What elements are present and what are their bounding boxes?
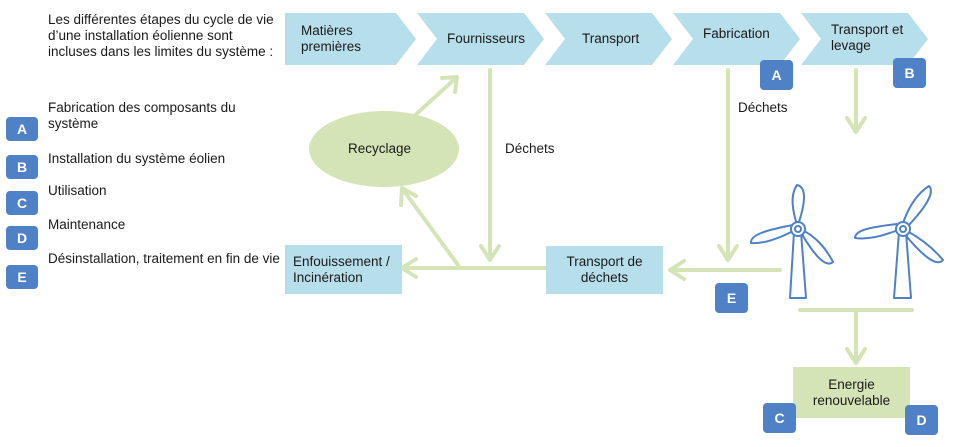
arrowhead-fournisseurs-up — [440, 75, 459, 94]
enfouissement-box: Enfouissement / Incinération — [285, 245, 402, 294]
energie-box: Energie renouvelable — [793, 367, 910, 418]
wind-turbine-icon — [750, 184, 834, 299]
arrowhead-fabrication — [717, 244, 739, 262]
recyclage-label: Recyclage — [348, 141, 412, 156]
legend-badge-d: D — [6, 226, 38, 250]
chevron-matieres-shape — [285, 13, 416, 65]
arrowhead-recyclage — [399, 186, 418, 207]
legend-label-d: Maintenance — [48, 217, 126, 232]
legend-badge-b: B — [6, 155, 38, 179]
arrowhead-enfouissement — [400, 257, 418, 279]
arrowhead-transport — [668, 259, 686, 281]
chevron-transport-shape — [545, 13, 672, 65]
arrowhead-energie — [845, 347, 867, 365]
recyclage-ellipse — [309, 111, 459, 187]
arrowhead-levage — [845, 116, 867, 134]
legend-label-e: Désinstallation, traitement en fin de vi… — [48, 251, 280, 266]
chevron-transport: Transport — [582, 31, 640, 46]
dechets-label-left: Déchets — [505, 141, 555, 156]
badge-energie-d: D — [905, 405, 938, 435]
arrowhead-fournisseurs — [479, 244, 501, 262]
badge-levage-b: B — [893, 58, 926, 88]
chevron-fabrication: Fabrication — [703, 26, 770, 41]
chevron-fournisseurs: Fournisseurs — [447, 31, 526, 46]
chevron-fabrication-shape — [673, 13, 800, 65]
legend-label-b: Installation du système éolien — [48, 151, 226, 166]
badge-end-of-life-e: E — [715, 283, 748, 313]
legend-badge-a: A — [6, 117, 38, 141]
arrow-to-fournisseurs — [411, 76, 458, 119]
legend-label-c: Utilisation — [48, 183, 107, 198]
intro-text: Les différentes étapes du cycle de vie d… — [48, 12, 274, 59]
transport-dechets-box: Transport de déchets — [546, 246, 663, 294]
badge-energie-c: C — [763, 403, 796, 433]
arrow-to-recyclage — [402, 189, 460, 267]
chevron-fournisseurs-shape — [417, 13, 544, 65]
legend-badge-c: C — [6, 191, 38, 215]
dechets-label-right: Déchets — [738, 100, 788, 115]
badge-fabrication-a: A — [760, 60, 793, 90]
chevron-levage: Transport et levage — [831, 22, 904, 53]
chevron-matieres: Matières premières — [301, 23, 362, 54]
legend-badge-e: E — [6, 265, 38, 289]
legend-label-a: Fabrication des composants du système — [48, 100, 236, 131]
wind-turbine-icon — [854, 185, 944, 299]
chevron-levage-shape — [801, 13, 928, 65]
